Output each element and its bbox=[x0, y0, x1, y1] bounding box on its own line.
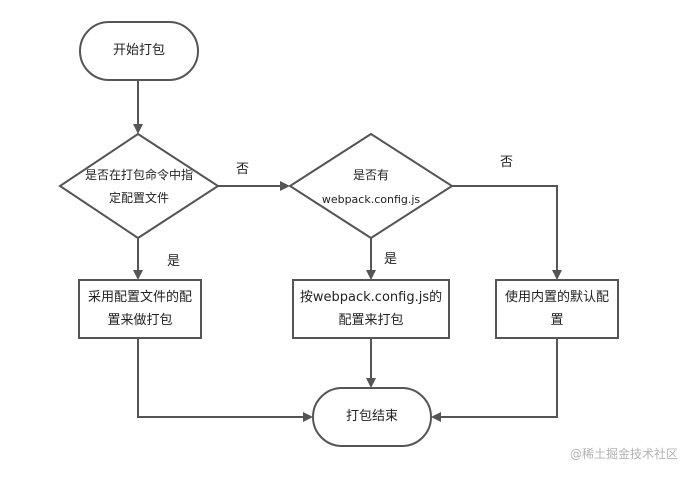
box2-label-line1: 按webpack.config.js的 bbox=[299, 290, 443, 305]
decision2-label-line1: 是否有 bbox=[352, 168, 389, 182]
edge-box3-to-end bbox=[431, 338, 558, 422]
box3-label-line2: 置 bbox=[550, 313, 564, 328]
box3-label-line1: 使用内置的默认配 bbox=[504, 290, 609, 305]
edge-box1-to-end bbox=[137, 338, 313, 422]
process-use-webpack-config bbox=[292, 279, 450, 339]
decision2-yes-label: 是 bbox=[384, 252, 398, 267]
edge-decision2-no bbox=[452, 185, 562, 280]
box1-label-line1: 采用配置文件的配 bbox=[87, 290, 192, 305]
box1-label-line2: 置来做打包 bbox=[107, 313, 173, 328]
decision1-no-label: 否 bbox=[236, 162, 250, 177]
end-label: 打包结束 bbox=[345, 409, 398, 424]
decision2-label-line2: webpack.config.js bbox=[321, 193, 421, 206]
process-use-specified-config bbox=[78, 279, 202, 339]
start-label: 开始打包 bbox=[112, 43, 165, 58]
decision-specified-config bbox=[58, 132, 220, 240]
decision-has-config-file bbox=[288, 132, 454, 240]
watermark: @稀土掘金技术社区 bbox=[569, 447, 678, 461]
decision1-label-line2: 定配置文件 bbox=[108, 191, 169, 205]
decision1-yes-label: 是 bbox=[167, 254, 181, 269]
decision2-no-label: 否 bbox=[500, 155, 514, 170]
box2-label-line2: 配置来打包 bbox=[338, 313, 404, 328]
process-use-default-config bbox=[495, 279, 619, 339]
decision1-label-line1: 是否在打包命令中指 bbox=[84, 168, 193, 182]
